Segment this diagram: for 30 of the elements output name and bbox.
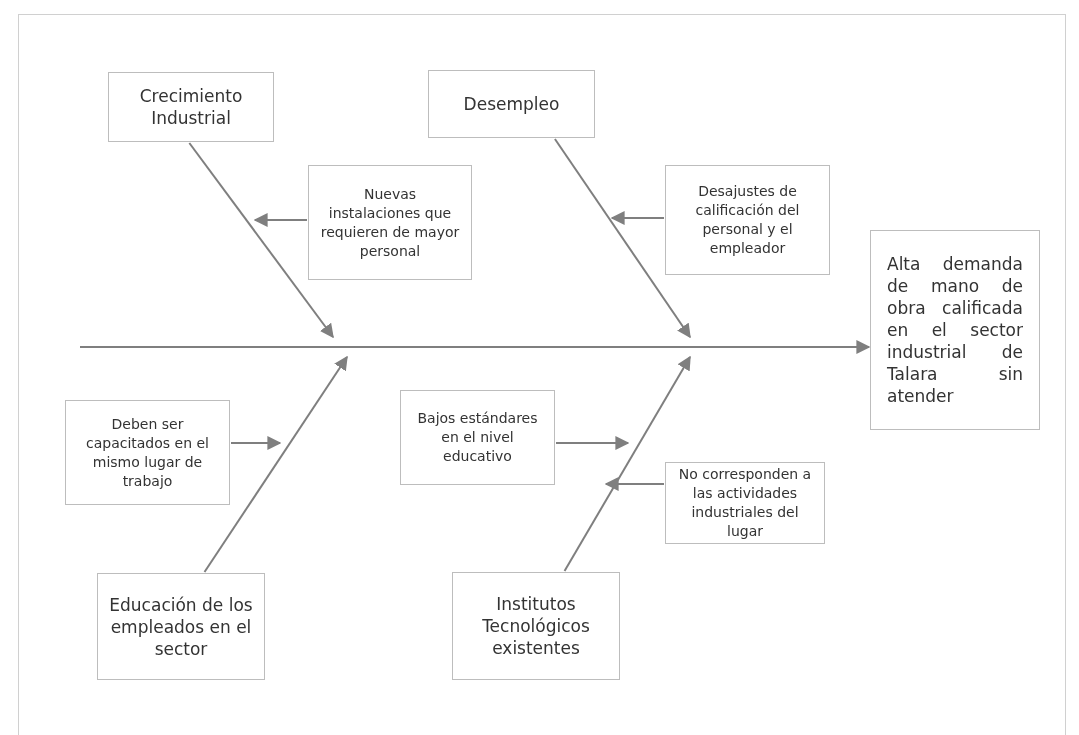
cause-text: Institutos Tecnológicos existentes [481,593,591,659]
cause-box [452,572,620,680]
cause-text: No corresponden a las actividades industriales del lugar [677,465,813,541]
arrow [253,213,308,227]
arrow [563,355,691,572]
arrow [604,477,665,491]
arrow [230,436,282,450]
sub-cause-box [665,462,825,544]
cause-box [428,70,595,138]
arrow [203,355,348,573]
arrow [610,211,665,225]
sub-cause-box [65,400,230,505]
cause-text: Deben ser capacitados en el mismo lugar de trabajo [84,414,210,491]
cause-box [108,72,274,142]
effect-box [870,230,1040,430]
cause-text: Educación de los empleados en el sector [108,593,254,660]
sub-cause-box [400,390,555,485]
cause-text: Crecimiento Industrial [138,85,244,129]
arrow [553,138,691,339]
effect-text: Alta demanda de mano de obra calificada en el sector industrial de Talara sin atender [887,253,1023,407]
cause-text: Desempleo [463,93,560,115]
cause-text: Nuevas instalaciones que requieren de mayor personal [319,184,461,261]
cause-box [97,573,265,680]
cause-text: Bajos estándares en el nivel educativo [416,409,539,466]
sub-cause-box [665,165,830,275]
arrow [555,436,630,450]
sub-cause-box [308,165,472,280]
arrow [188,142,334,339]
cause-text: Desajustes de calificación del personal y el empleador [694,182,801,258]
spine-arrow [79,340,871,354]
